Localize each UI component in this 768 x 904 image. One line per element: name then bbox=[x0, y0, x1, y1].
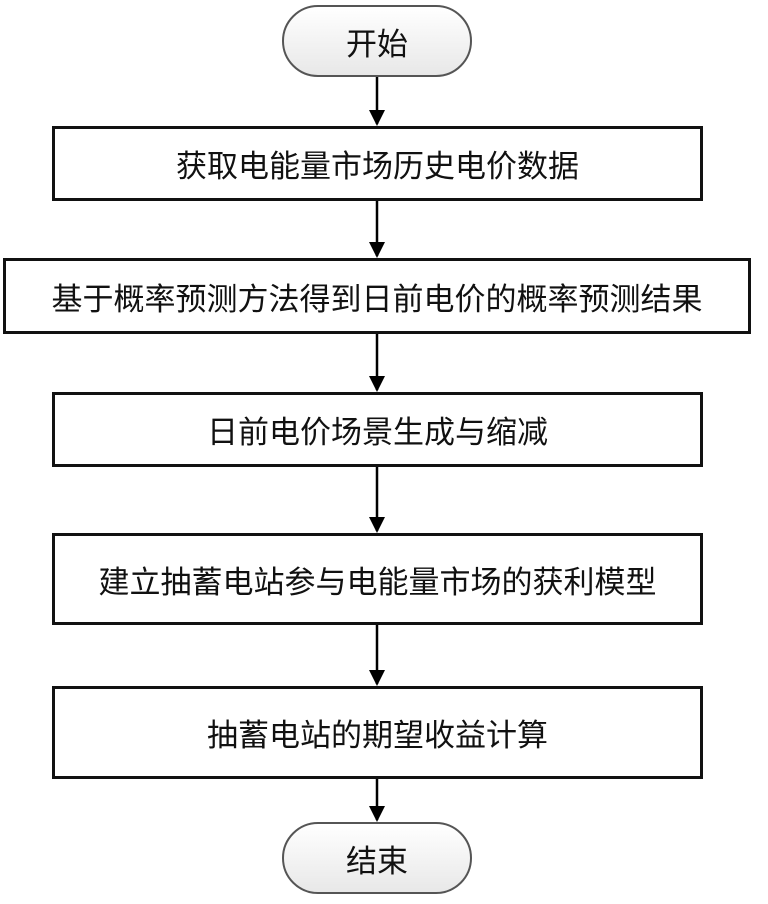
start-node: 开始 bbox=[282, 5, 472, 77]
step-1-box: 获取电能量市场历史电价数据 bbox=[52, 126, 703, 201]
step-5-label: 抽蓄电站的期望收益计算 bbox=[207, 718, 548, 754]
step-4-label: 建立抽蓄电站参与电能量市场的获利模型 bbox=[98, 564, 657, 601]
step-2-label: 基于概率预测方法得到日前电价的概率预测结果 bbox=[51, 281, 703, 318]
end-node: 结束 bbox=[282, 822, 472, 894]
arrowhead bbox=[369, 806, 385, 822]
step-5-box: 抽蓄电站的期望收益计算 bbox=[52, 686, 703, 779]
step-3-box: 日前电价场景生成与缩减 bbox=[52, 392, 703, 467]
step-2-box: 基于概率预测方法得到日前电价的概率预测结果 bbox=[3, 258, 751, 334]
step-3-label: 日前电价场景生成与缩减 bbox=[207, 415, 548, 451]
arrowhead bbox=[369, 376, 385, 392]
arrowhead bbox=[369, 517, 385, 533]
arrowhead bbox=[369, 670, 385, 686]
step-4-box: 建立抽蓄电站参与电能量市场的获利模型 bbox=[52, 533, 703, 625]
arrowhead bbox=[369, 242, 385, 258]
arrowhead bbox=[369, 110, 385, 126]
end-label: 结束 bbox=[346, 843, 408, 880]
start-label: 开始 bbox=[346, 26, 408, 63]
step-1-label: 获取电能量市场历史电价数据 bbox=[176, 149, 579, 185]
